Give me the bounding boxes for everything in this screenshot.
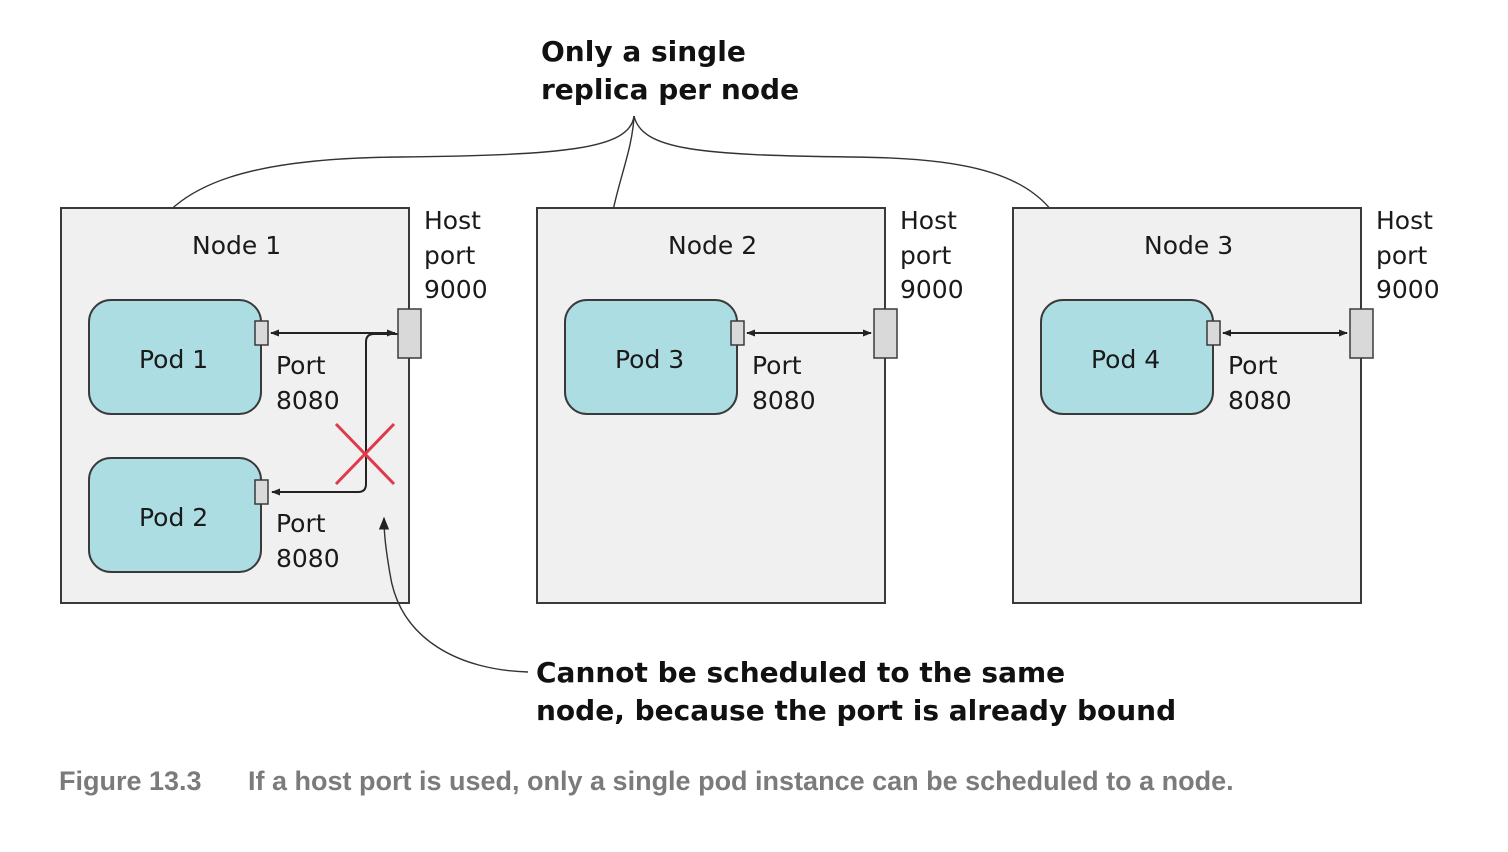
node-3-label: Node 3 [1144,231,1233,260]
bottom-callout-line-1: Cannot be scheduled to the same [536,656,1065,689]
pod-4-label: Pod 4 [1091,345,1160,374]
node-3-host-port-label-line-1: Host [1376,206,1433,235]
top-callout-line-1: Only a single [541,35,746,68]
callout-arrow-node-3 [633,115,1074,252]
pod-2-port-label-line-2: 8080 [276,544,340,573]
top-callout-line-2: replica per node [541,73,799,106]
callout-arrow-node-1 [144,115,635,250]
pod-1-container-port [254,320,269,346]
pod-3-port-label-line-1: Port [752,351,802,380]
node-2: Node 2 Host port 9000 Pod 3 Port 8080 [536,206,964,604]
node-2-host-port-label-line-2: port [900,241,951,270]
node-1-label: Node 1 [192,231,281,260]
pod-4-port-label-line-1: Port [1228,351,1278,380]
bottom-callout: Cannot be scheduled to the same node, be… [378,516,1176,727]
pod-1-port-label-line-1: Port [276,351,326,380]
pod-1-port-label-line-2: 8080 [276,386,340,415]
pod-3-port-label-line-2: 8080 [752,386,816,415]
node-3-host-port [1349,308,1374,359]
pod-2-container-port [254,479,269,505]
blocked-x-icon [334,422,396,486]
pod-2-box [88,457,262,573]
node-2-host-port-label-line-1: Host [900,206,957,235]
pod-3-container-port [730,320,745,346]
node-1-host-port-label-line-3: 9000 [424,275,488,304]
node-2-host-port [873,308,898,359]
pod-4-box [1040,299,1214,415]
figure-caption-text: If a host port is used, only a single po… [248,766,1234,796]
pod-1-label: Pod 1 [139,345,208,374]
node-1-host-port-label-line-2: port [424,241,475,270]
node-1: Node 1 Host port 9000 Pod 1 Port 8080 Po… [60,206,488,604]
node-1-host-port [397,308,422,359]
node-2-label: Node 2 [668,231,757,260]
pod-2-label: Pod 2 [139,503,208,532]
pod-3-box [564,299,738,415]
bottom-callout-arrow [378,516,529,673]
pod-2-port-label-line-1: Port [276,509,326,538]
node-2-host-port-label-line-3: 9000 [900,275,964,304]
pod-1-box [88,299,262,415]
figure-caption: Figure 13.3 If a host port is used, only… [59,766,1234,796]
top-callout: Only a single replica per node [144,35,1074,258]
pod-4-container-port [1206,320,1221,346]
node-3: Node 3 Host port 9000 Pod 4 Port 8080 [1012,206,1440,604]
figure-number: Figure 13.3 [59,766,202,796]
node-3-host-port-label-line-2: port [1376,241,1427,270]
pod-4-port-label-line-2: 8080 [1228,386,1292,415]
bottom-callout-line-2: node, because the port is already bound [536,694,1176,727]
pod-3-label: Pod 3 [615,345,684,374]
node-3-host-port-label-line-3: 9000 [1376,275,1440,304]
node-1-host-port-label-line-1: Host [424,206,481,235]
pod-2-host-port-link [271,333,398,496]
